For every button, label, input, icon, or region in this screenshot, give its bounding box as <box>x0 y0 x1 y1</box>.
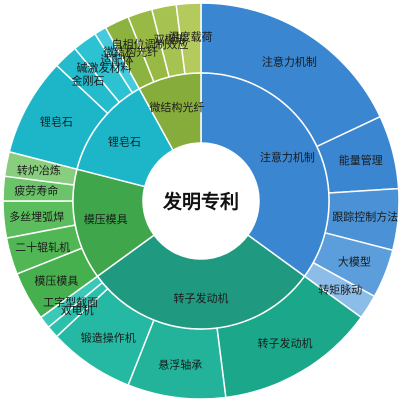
inner-label-2: 模压模具 <box>84 213 128 226</box>
outer-label-0: 注意力机制 <box>262 55 317 69</box>
outer-label-16: 金刚石 <box>72 74 105 88</box>
outer-ring <box>2 2 400 400</box>
outer-label-18: 适配体 <box>101 52 134 66</box>
outer-label-1: 能量管理 <box>339 153 383 167</box>
outer-label-13: 疲劳寿命 <box>14 184 58 198</box>
outer-label-9: 工字型截面 <box>43 295 98 309</box>
outer-label-5: 转子发动机 <box>258 336 313 350</box>
inner-label-4: 微结构光纤 <box>149 100 204 114</box>
outer-label-12: 多丝埋弧焊 <box>9 210 64 224</box>
outer-label-22: 温度载荷 <box>169 29 213 43</box>
outer-label-19: 微结构光纤 <box>103 45 158 59</box>
outer-label-15: 锂皂石 <box>40 115 73 129</box>
outer-label-10: 模压模具 <box>34 275 78 288</box>
outer-label-4: 转矩脉动 <box>318 282 362 296</box>
outer-label-7: 锻造操作机 <box>81 331 136 345</box>
inner-segment-4[interactable] <box>138 72 202 151</box>
labels: 注意力机制转子发动机模压模具锂皂石微结构光纤注意力机制能量管理跟踪控制方法大模型… <box>9 29 398 371</box>
outer-label-6: 悬浮轴承 <box>158 358 202 372</box>
inner-label-0: 注意力机制 <box>260 150 315 164</box>
inner-label-3: 锂皂石 <box>108 135 141 149</box>
center-hole <box>143 143 259 259</box>
outer-label-20: 自相位调制效应 <box>112 37 189 51</box>
outer-label-3: 大模型 <box>338 255 371 269</box>
chart-title: 发明专利 <box>162 190 239 213</box>
outer-label-14: 转炉冶炼 <box>17 163 61 177</box>
outer-label-8: 双电机 <box>61 303 94 317</box>
inner-label-1: 转子发动机 <box>174 291 229 305</box>
outer-label-21: 双楔形 <box>154 33 187 46</box>
outer-label-11: 二十辊轧机 <box>15 240 70 254</box>
outer-label-17: 碱激发材料 <box>77 61 132 75</box>
outer-label-2: 跟踪控制方法 <box>332 210 398 224</box>
